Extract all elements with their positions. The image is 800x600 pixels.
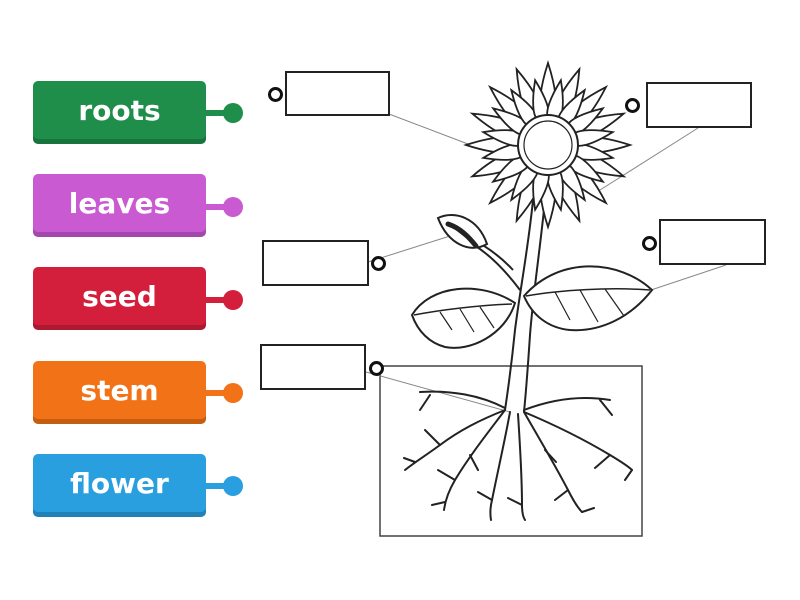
label-connector bbox=[206, 297, 228, 303]
label-connector bbox=[206, 390, 228, 396]
flower-center-inner bbox=[523, 120, 573, 170]
drop-box-roots[interactable] bbox=[260, 344, 366, 390]
label-stem[interactable]: stem bbox=[33, 361, 206, 424]
label-seed[interactable]: seed bbox=[33, 267, 206, 330]
roots-drawing bbox=[403, 390, 633, 521]
flower-center bbox=[517, 114, 579, 176]
label-leaves[interactable]: leaves bbox=[33, 174, 206, 237]
label-text: flower bbox=[70, 467, 169, 500]
seed-drawing bbox=[436, 214, 489, 249]
flower-petal bbox=[571, 129, 616, 147]
drop-target-ring[interactable] bbox=[625, 98, 640, 113]
drag-handle-stem[interactable] bbox=[223, 383, 243, 403]
label-text: roots bbox=[78, 94, 161, 127]
drop-target-ring[interactable] bbox=[369, 361, 384, 376]
drop-target-ring[interactable] bbox=[268, 87, 283, 102]
drag-handle-leaves[interactable] bbox=[223, 197, 243, 217]
drop-box-seed[interactable] bbox=[262, 240, 369, 286]
drag-handle-flower[interactable] bbox=[223, 476, 243, 496]
drop-box-leaf[interactable] bbox=[659, 219, 766, 265]
drag-handle-seed[interactable] bbox=[223, 290, 243, 310]
label-roots[interactable]: roots bbox=[33, 81, 206, 144]
drop-box-flower-left[interactable] bbox=[285, 71, 390, 116]
drop-box-flower-right[interactable] bbox=[646, 82, 752, 128]
drop-target-ring[interactable] bbox=[642, 236, 657, 251]
label-connector bbox=[206, 110, 228, 116]
label-flower[interactable]: flower bbox=[33, 454, 206, 517]
label-connector bbox=[206, 483, 228, 489]
label-connector bbox=[206, 204, 228, 210]
label-text: stem bbox=[80, 374, 159, 407]
left-leaf-drawing bbox=[410, 287, 517, 349]
label-text: seed bbox=[82, 280, 157, 313]
drop-target-ring[interactable] bbox=[371, 256, 386, 271]
right-leaf-drawing bbox=[522, 265, 654, 332]
flower-drawing bbox=[463, 60, 633, 230]
label-text: leaves bbox=[68, 187, 171, 220]
drag-handle-roots[interactable] bbox=[223, 103, 243, 123]
